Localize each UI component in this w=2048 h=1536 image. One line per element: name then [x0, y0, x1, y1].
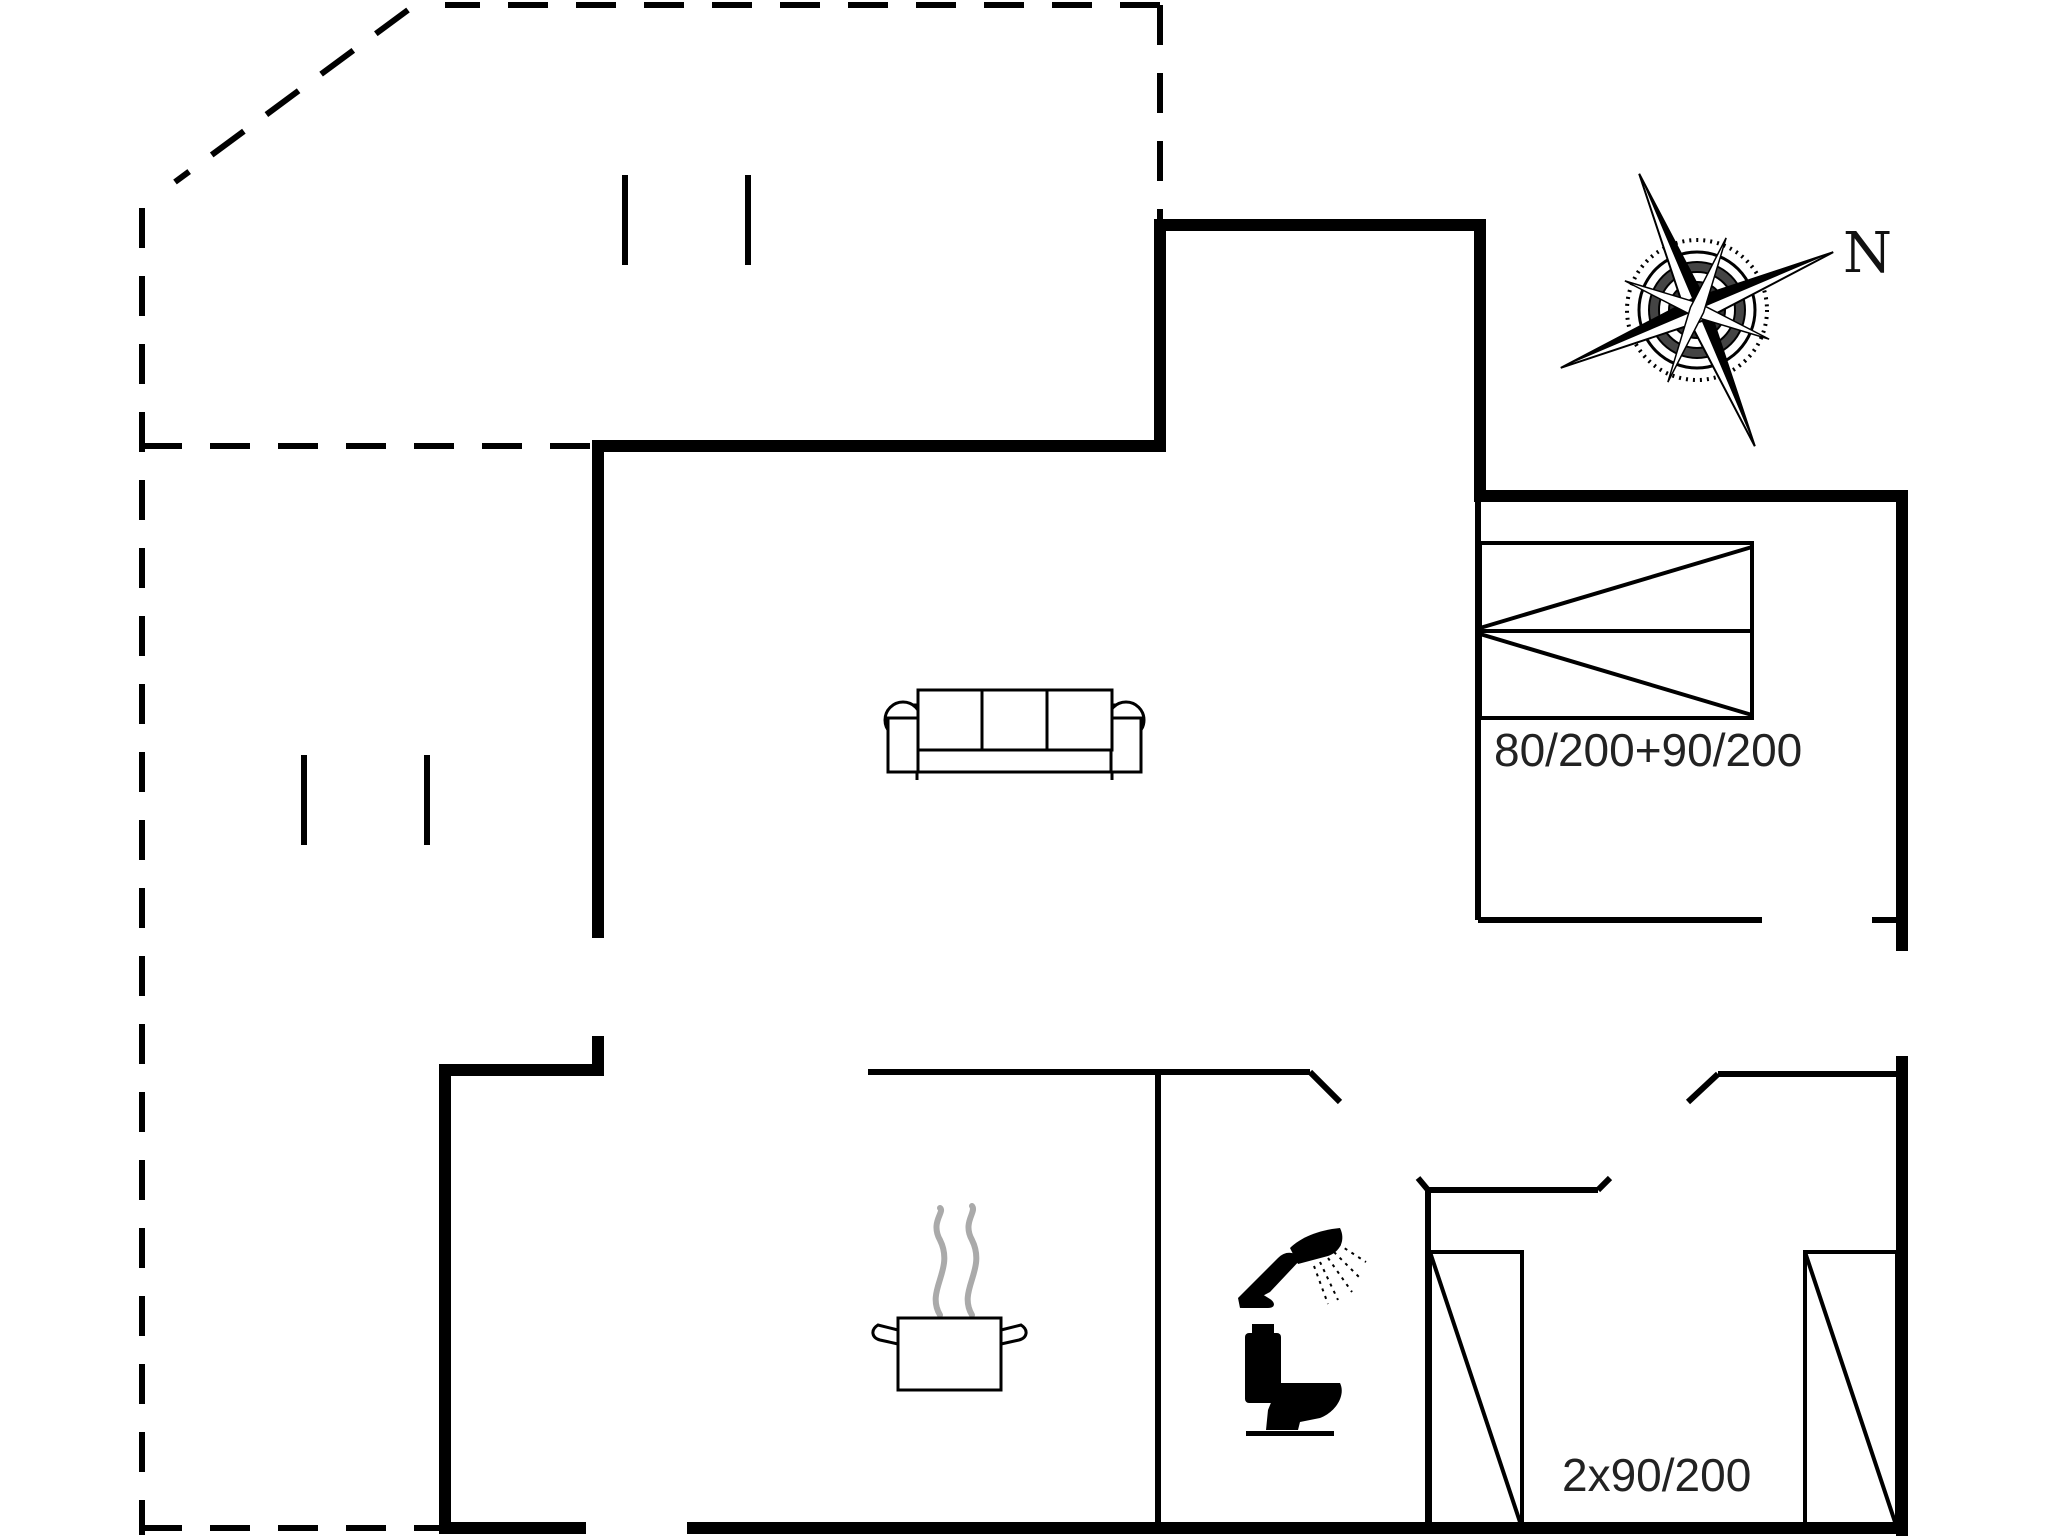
shower-icon — [1238, 1228, 1367, 1308]
compass-icon — [1560, 173, 1834, 447]
bed-size-label-south: 2x90/200 — [1562, 1449, 1751, 1501]
bed-size-label-north: 80/200+90/200 — [1494, 724, 1802, 776]
interior-walls — [868, 500, 1902, 1528]
exterior-walls — [439, 219, 1908, 1536]
terrace-outline — [139, 2, 1163, 1535]
north-label: N — [1843, 221, 1892, 286]
terrace-markers — [301, 175, 751, 845]
cooking-pot-icon — [871, 1203, 1028, 1392]
sofa-icon — [883, 688, 1146, 780]
double-bed-icon — [1478, 541, 1754, 720]
single-beds-icon — [1428, 1250, 1899, 1530]
toilet-icon — [1245, 1324, 1342, 1436]
